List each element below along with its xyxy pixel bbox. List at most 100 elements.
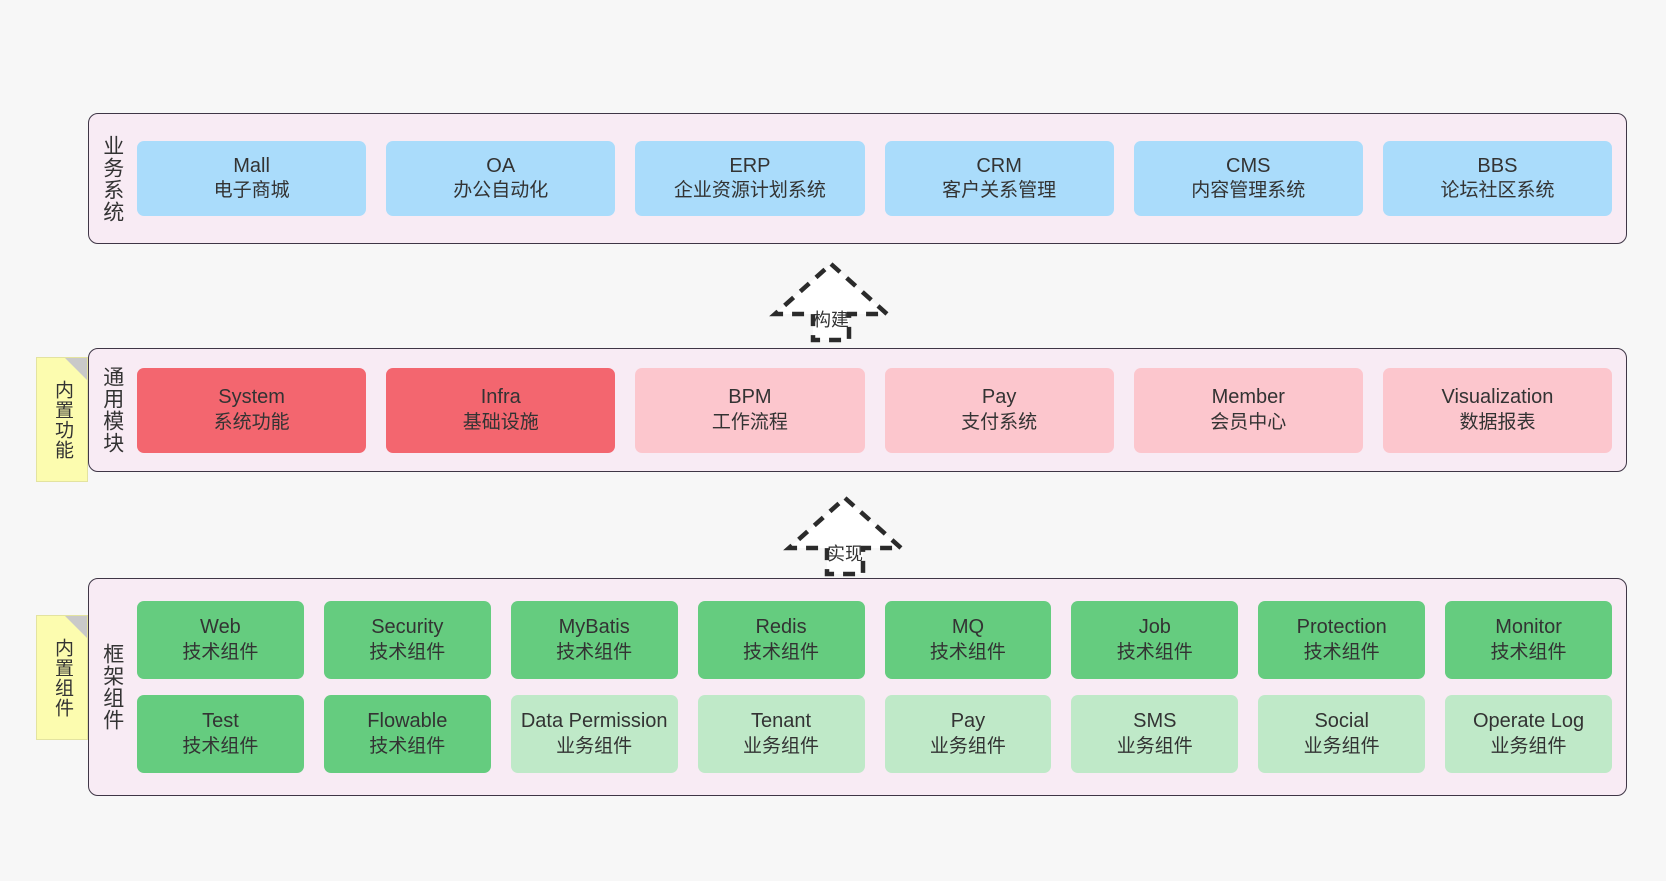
node-name: Job xyxy=(1138,616,1171,639)
node-name: MyBatis xyxy=(558,616,630,639)
node-subtitle: 技术组件 xyxy=(369,641,446,663)
node-name: SMS xyxy=(1133,710,1177,733)
node-subtitle: 支付系统 xyxy=(961,411,1038,433)
node-subtitle: 业务组件 xyxy=(1116,735,1193,757)
node-subtitle: 技术组件 xyxy=(743,641,820,663)
node-subtitle: 技术组件 xyxy=(369,735,446,757)
node-subtitle: 技术组件 xyxy=(182,641,259,663)
node-name: Monitor xyxy=(1495,616,1562,639)
node-subtitle: 系统功能 xyxy=(213,411,290,433)
node-cms[interactable]: CMS 内容管理系统 xyxy=(1133,141,1363,216)
node-name: Flowable xyxy=(367,710,448,733)
node-subtitle: 会员中心 xyxy=(1210,411,1287,433)
node-subtitle: 电子商城 xyxy=(213,180,290,202)
note-builtin-features-label: 内置功能 xyxy=(52,379,74,460)
note-fold-corner-icon xyxy=(65,616,87,638)
node-name: Operate Log xyxy=(1472,710,1585,733)
node-name: Member xyxy=(1211,386,1285,409)
node-subtitle: 基础设施 xyxy=(462,411,539,433)
node-subtitle: 业务组件 xyxy=(556,735,633,757)
node-name: OA xyxy=(486,154,516,177)
arrow-implement: 实现 xyxy=(770,492,920,580)
node-subtitle: 工作流程 xyxy=(711,411,788,433)
node-name: Redis xyxy=(755,616,807,639)
node-subtitle: 论坛社区系统 xyxy=(1440,180,1555,202)
node-name: System xyxy=(218,386,285,409)
node-name: CMS xyxy=(1226,154,1271,177)
note-builtin-components-label: 内置组件 xyxy=(52,637,74,718)
arrow-implement-label: 实现 xyxy=(827,544,863,564)
node-subtitle: 业务组件 xyxy=(1490,735,1567,757)
node-subtitle: 业务组件 xyxy=(929,735,1006,757)
node-subtitle: 内容管理系统 xyxy=(1191,180,1306,202)
node-subtitle: 企业资源计划系统 xyxy=(673,180,826,202)
arrow-build: 构建 xyxy=(756,258,906,346)
layer-title-common-modules: 通用模块 xyxy=(100,366,124,454)
node-name: BPM xyxy=(728,386,772,409)
node-subtitle: 技术组件 xyxy=(1303,641,1380,663)
note-builtin-features: 内置功能 xyxy=(36,357,88,482)
node-name: Security xyxy=(371,616,444,639)
node-name: MQ xyxy=(951,616,985,639)
node-name: CRM xyxy=(976,154,1022,177)
node-name: Protection xyxy=(1296,616,1387,639)
node-name: Data Permission xyxy=(520,710,668,733)
node-subtitle: 业务组件 xyxy=(743,735,820,757)
node-name: Social xyxy=(1314,710,1369,733)
node-subtitle: 技术组件 xyxy=(929,641,1006,663)
node-name: Pay xyxy=(981,386,1017,409)
node-bbs[interactable]: BBS 论坛社区系统 xyxy=(1382,141,1613,216)
note-builtin-components: 内置组件 xyxy=(36,615,88,740)
node-subtitle: 业务组件 xyxy=(1303,735,1380,757)
arrow-build-label: 构建 xyxy=(813,310,849,330)
node-subtitle: 办公自动化 xyxy=(453,180,549,202)
node-name: Visualization xyxy=(1441,386,1554,409)
layer-title-business-systems: 业务系统 xyxy=(100,134,124,223)
node-name: Web xyxy=(200,616,241,639)
node-name: BBS xyxy=(1477,154,1518,177)
node-subtitle: 数据报表 xyxy=(1459,411,1536,433)
node-name: Test xyxy=(202,710,239,733)
node-oa[interactable]: OA 办公自动化 xyxy=(386,141,616,216)
node-name: Pay xyxy=(950,710,986,733)
node-subtitle: 技术组件 xyxy=(1116,641,1193,663)
node-name: Infra xyxy=(480,386,521,409)
note-fold-corner-icon xyxy=(65,358,87,380)
node-subtitle: 技术组件 xyxy=(1490,641,1567,663)
